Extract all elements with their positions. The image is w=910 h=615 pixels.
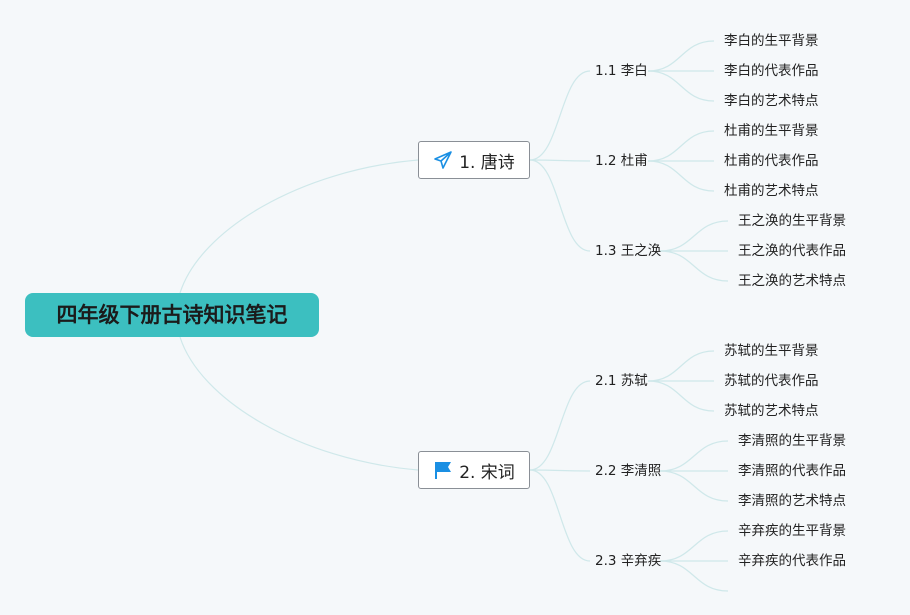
connector-line (659, 250, 729, 282)
connector-line (179, 336, 419, 471)
connector-line (659, 560, 729, 592)
leaf-topic[interactable]: 王之涣的艺术特点 (738, 273, 846, 289)
leaf-topic[interactable]: 李清照的代表作品 (738, 463, 846, 479)
leaf-topic[interactable]: 李白的代表作品 (724, 63, 819, 79)
connector-line (529, 469, 591, 562)
paper-plane-icon (433, 150, 453, 170)
connector-line (529, 70, 591, 161)
connector-line (529, 159, 591, 162)
leaf-topic[interactable]: 李清照的生平背景 (738, 433, 846, 449)
root-topic[interactable]: 四年级下册古诗知识笔记 (25, 293, 319, 337)
leaf-topic[interactable]: 杜甫的代表作品 (724, 153, 819, 169)
connector-line (659, 530, 729, 562)
branch-song-ci[interactable]: 2. 宋词 (418, 451, 530, 489)
branch-tang-poetry[interactable]: 1. 唐诗 (418, 141, 530, 179)
connector-line (647, 130, 715, 162)
connector-line (659, 220, 729, 252)
connector-line (179, 159, 419, 294)
branch-label: 1. 唐诗 (459, 152, 515, 173)
subtopic-xin-qiji[interactable]: 2.3 辛弃疾 (595, 553, 662, 569)
leaf-topic[interactable]: 苏轼的生平背景 (724, 343, 819, 359)
subtopic-li-qingzhao[interactable]: 2.2 李清照 (595, 463, 662, 479)
leaf-topic[interactable]: 李白的生平背景 (724, 33, 819, 49)
leaf-topic[interactable]: 李清照的艺术特点 (738, 493, 846, 509)
leaf-topic[interactable]: 苏轼的艺术特点 (724, 403, 819, 419)
subtopic-li-bai[interactable]: 1.1 李白 (595, 63, 648, 79)
connector-line (659, 470, 729, 502)
branch-label: 2. 宋词 (459, 462, 515, 483)
leaf-topic[interactable]: 杜甫的生平背景 (724, 123, 819, 139)
subtopic-wang-zhihuan[interactable]: 1.3 王之涣 (595, 243, 662, 259)
connector-line (647, 350, 715, 382)
connector-line (529, 159, 591, 252)
flag-icon (433, 460, 453, 480)
connector-line (529, 469, 591, 472)
connector-line (659, 440, 729, 472)
leaf-topic[interactable]: 李白的艺术特点 (724, 93, 819, 109)
leaf-topic[interactable]: 辛弃疾的生平背景 (738, 523, 846, 539)
leaf-topic[interactable]: 王之涣的生平背景 (738, 213, 846, 229)
connector-line (529, 380, 591, 471)
subtopic-su-shi[interactable]: 2.1 苏轼 (595, 373, 648, 389)
leaf-topic[interactable]: 辛弃疾的代表作品 (738, 553, 846, 569)
connector-line (647, 40, 715, 72)
subtopic-du-fu[interactable]: 1.2 杜甫 (595, 153, 648, 169)
connector-line (647, 70, 715, 102)
connector-line (647, 380, 715, 412)
leaf-topic[interactable]: 苏轼的代表作品 (724, 373, 819, 389)
leaf-topic[interactable]: 王之涣的代表作品 (738, 243, 846, 259)
connector-line (647, 160, 715, 192)
leaf-topic[interactable]: 杜甫的艺术特点 (724, 183, 819, 199)
